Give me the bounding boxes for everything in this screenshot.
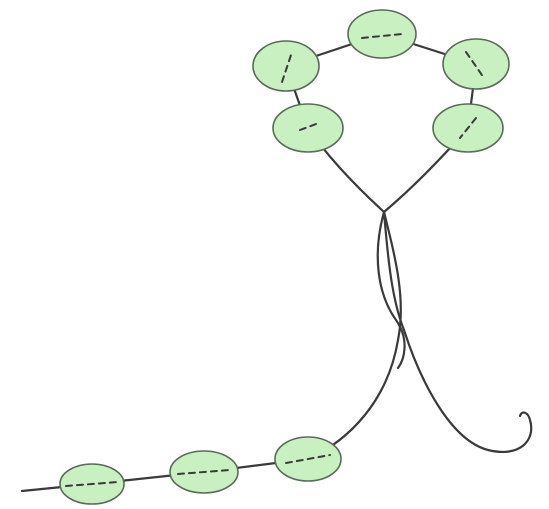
loop-bead-1 bbox=[347, 9, 417, 59]
loop-bead-3 bbox=[442, 38, 510, 90]
loop-bead-stitch-2 bbox=[281, 51, 293, 83]
thread-group bbox=[20, 32, 533, 493]
loop-bead-stitch-1 bbox=[361, 33, 403, 39]
tail-bead-stitch-3 bbox=[285, 454, 331, 464]
tail-bead-stitch-1 bbox=[65, 481, 119, 487]
tail-bead-stitch-2 bbox=[177, 469, 231, 475]
thread-tail bbox=[20, 210, 402, 493]
thread-end-curve bbox=[382, 210, 533, 453]
thread-crossing-strand bbox=[376, 210, 406, 370]
loop-bead-stitch-4 bbox=[299, 123, 317, 131]
beads-group bbox=[59, 9, 510, 505]
loop-bead-4 bbox=[272, 103, 344, 153]
loop-bead-stitch-3 bbox=[465, 51, 485, 79]
loop-bead-stitch-5 bbox=[459, 117, 477, 139]
loop-bead-2 bbox=[252, 40, 320, 92]
